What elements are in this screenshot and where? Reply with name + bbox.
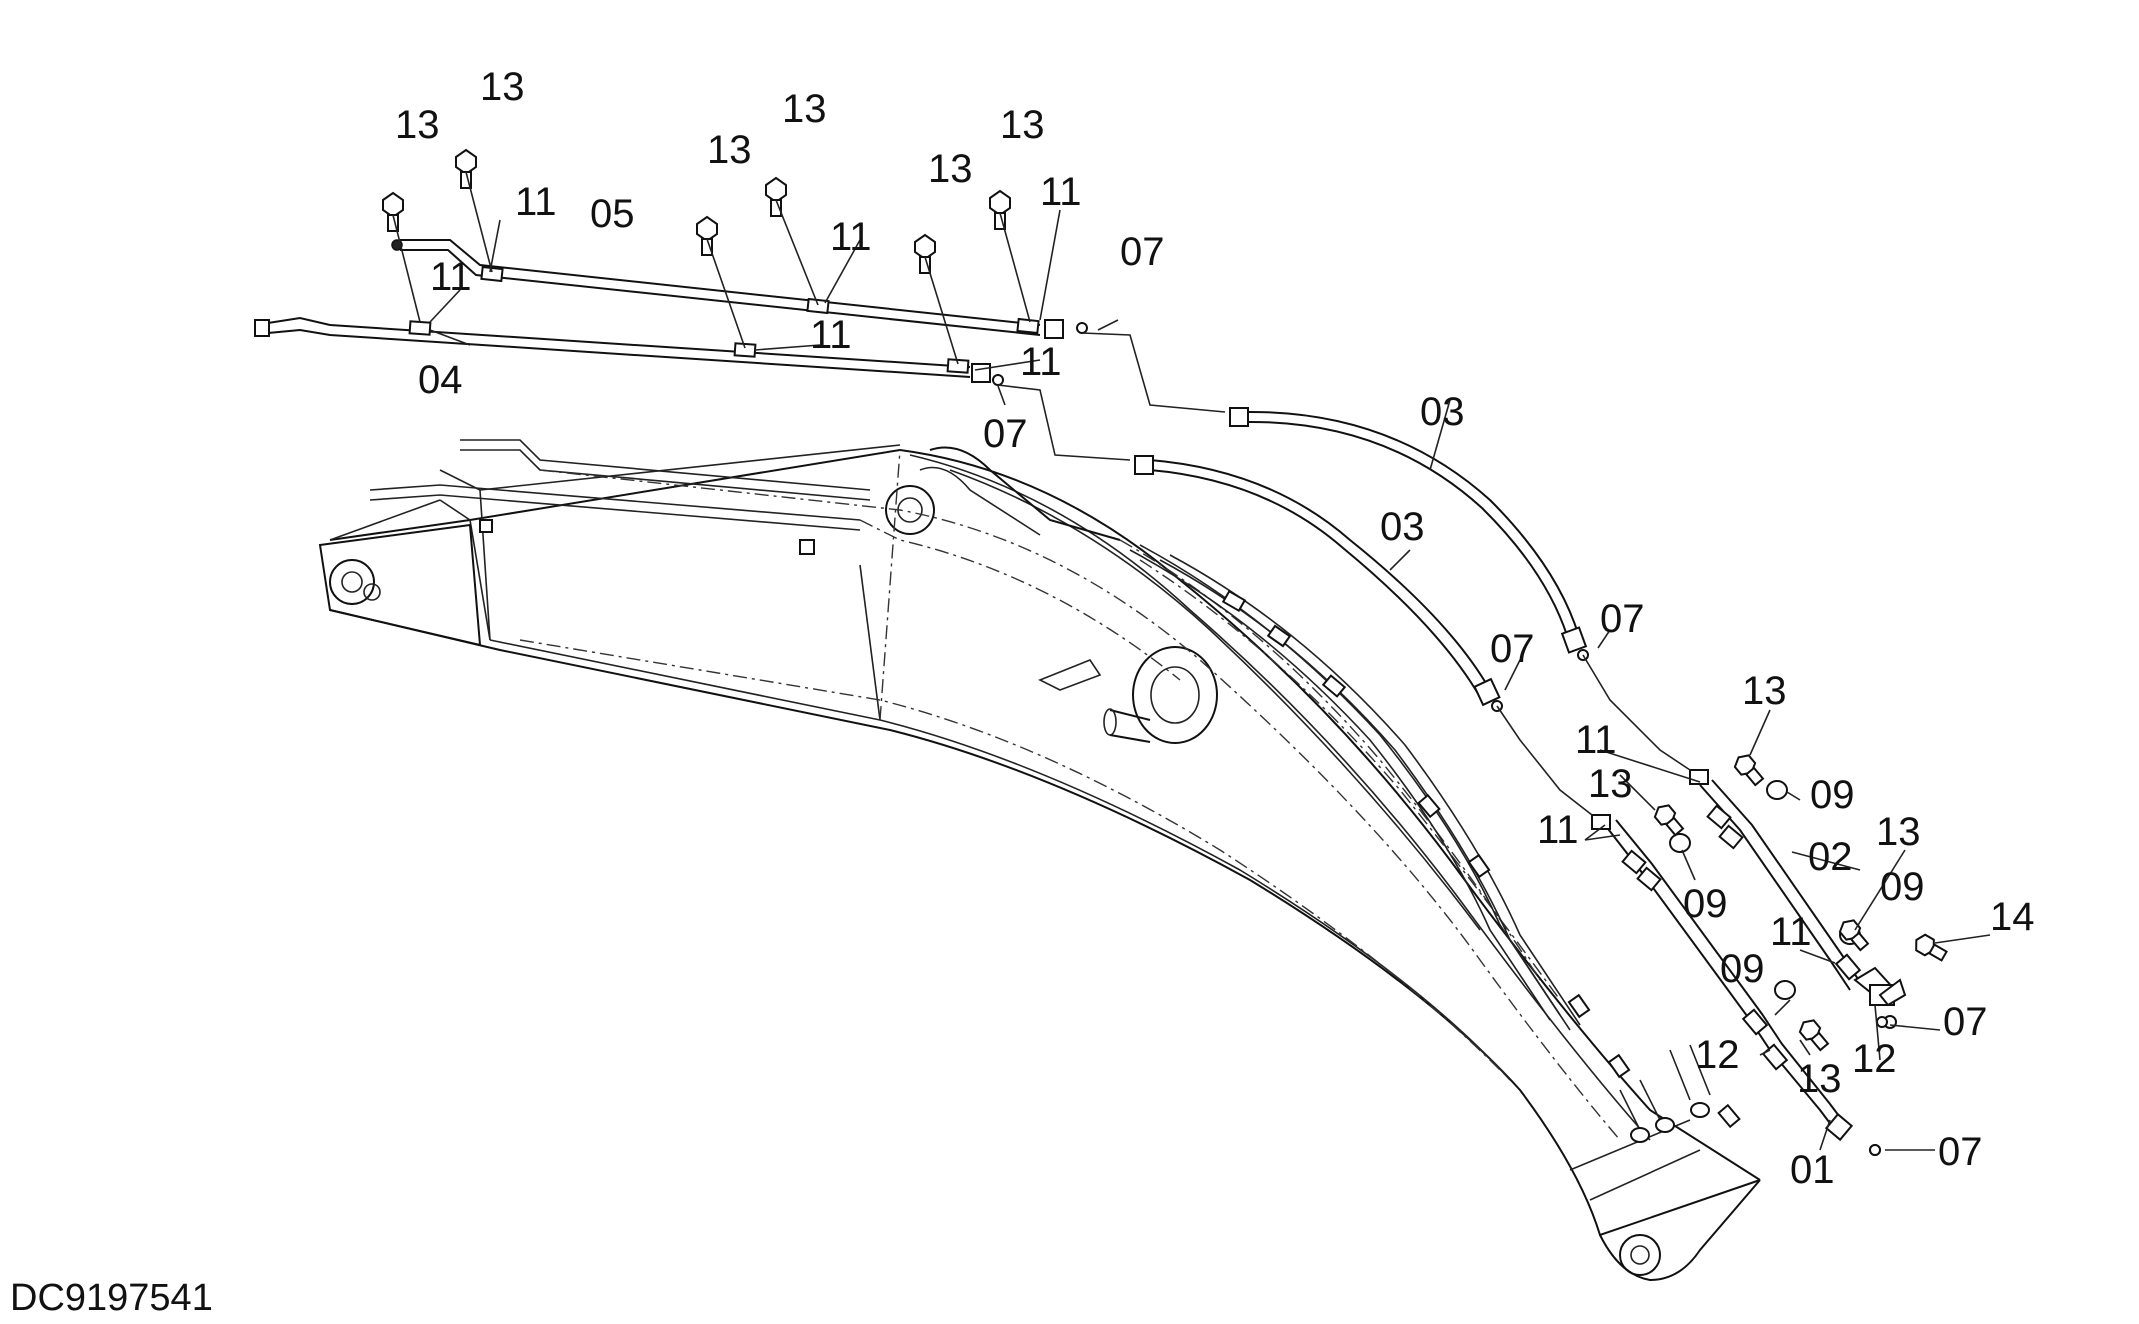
callout-07-d: 07 [1490,627,1535,671]
bolts-13-top [382,148,1011,274]
callout-07-a: 07 [1120,230,1165,274]
callout-13-j: 13 [1797,1057,1842,1101]
callout-07-c: 07 [1600,597,1645,641]
callout-13-c: 13 [707,128,752,172]
callout-13-h: 13 [1588,762,1633,806]
callout-11-b: 11 [430,255,472,299]
hose-03-upper [1229,407,1588,654]
callout-13-b: 13 [480,65,525,109]
boom-body [318,439,1761,1282]
pipe-05 [391,239,1088,339]
callout-01: 01 [1790,1148,1835,1192]
callout-09-c: 09 [1880,865,1925,909]
leader-lines [392,171,1991,1151]
callout-02: 02 [1808,835,1853,879]
drawing-code: DC9197541 [10,1277,213,1319]
callouts: 13 13 11 05 11 13 13 11 13 13 11 07 04 1… [395,65,2035,1192]
pipe-04 [254,316,1004,386]
callout-11-e: 11 [810,313,852,357]
callout-12-b: 12 [1852,1037,1897,1081]
callout-13-e: 13 [928,147,973,191]
bolts-right [1653,754,1948,1052]
callout-11-c: 11 [830,215,872,259]
callout-07-f: 07 [1938,1130,1983,1174]
callout-07-e: 07 [1943,1000,1988,1044]
callout-12-a: 12 [1695,1033,1740,1077]
callout-11-d: 11 [1040,170,1082,214]
callout-11-a: 11 [515,180,557,224]
callout-11-g: 11 [1575,718,1617,762]
callout-13-a: 13 [395,103,440,147]
callout-09-b: 09 [1683,882,1728,926]
callout-13-d: 13 [782,87,827,131]
callout-03-b: 03 [1380,505,1425,549]
callout-14: 14 [1990,895,2035,939]
callout-11-h: 11 [1537,808,1579,852]
callout-13-f: 13 [1000,103,1045,147]
callout-09-a: 09 [1810,773,1855,817]
callout-07-b: 07 [983,412,1028,456]
callout-13-i: 13 [1876,810,1921,854]
caps-09 [1669,780,1861,1000]
callout-13-g: 13 [1742,669,1787,713]
pipe-02 [1689,769,1907,1029]
callout-04: 04 [418,358,463,402]
hose-03-lower [1134,455,1501,707]
o-rings-07 [1491,649,1888,1156]
callout-05: 05 [590,192,635,236]
callout-11-f: 11 [1020,340,1062,384]
callout-09-d: 09 [1720,947,1765,991]
callout-11-i: 11 [1770,910,1812,954]
callout-03-a: 03 [1420,390,1465,434]
